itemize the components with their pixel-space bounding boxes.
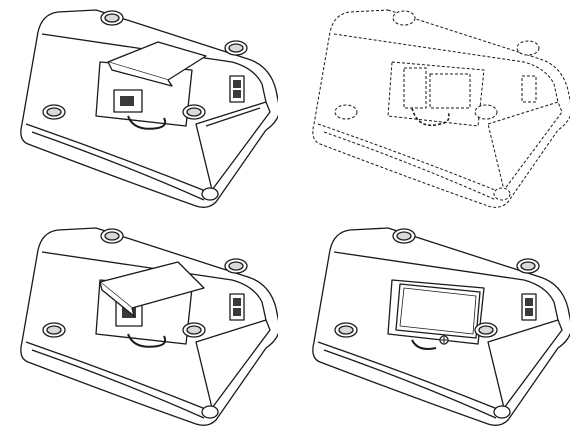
connector-port: [230, 294, 244, 320]
rubber-foot: [393, 11, 415, 25]
rubber-foot: [202, 188, 218, 200]
rubber-foot: [494, 406, 510, 418]
connector-port: [522, 76, 536, 102]
device-panel-cover-lowering: [8, 222, 278, 432]
device-panel-cover-lifted: [8, 4, 278, 214]
device-bottom-view: [8, 4, 278, 214]
device-bottom-view: [8, 222, 278, 432]
device-panel-cover-closed: [300, 222, 570, 432]
rubber-foot: [475, 105, 497, 119]
device-panel-cover-removed: [300, 4, 570, 214]
rubber-foot: [202, 406, 218, 418]
rubber-foot: [494, 188, 510, 200]
device-bottom-view: [300, 4, 570, 214]
rubber-foot: [517, 41, 539, 55]
device-bottom-view: [300, 222, 570, 432]
connector-port: [522, 294, 536, 320]
connector-port: [230, 76, 244, 102]
rubber-foot: [335, 105, 357, 119]
